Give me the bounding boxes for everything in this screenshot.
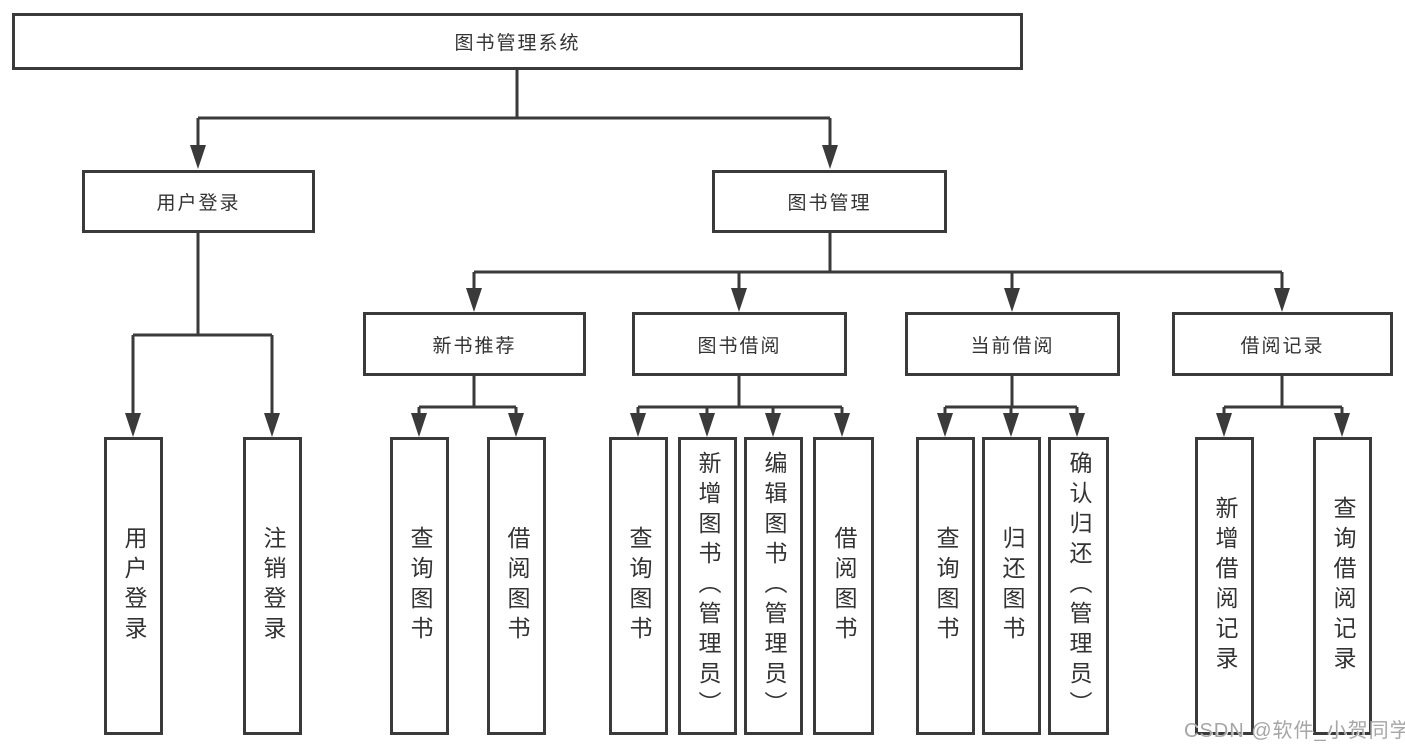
node-book-borrowing: 图书借阅: [632, 312, 847, 376]
leaf-label: 借阅图书: [831, 526, 857, 646]
watermark-text: CSDN @软件_小贺同学: [1184, 720, 1405, 742]
leaf-label: 确认归还（管理员）: [1066, 451, 1092, 721]
leaf-label: 用户登录: [121, 526, 147, 646]
leaf-query-books-recommend: 查询图书: [390, 437, 449, 735]
leaf-label: 新增图书（管理员）: [695, 451, 721, 721]
leaf-label: 查询借阅记录: [1330, 496, 1356, 676]
node-user-login: 用户登录: [82, 170, 315, 233]
leaf-add-book-admin: 新增图书（管理员）: [678, 437, 737, 735]
leaf-edit-book-admin: 编辑图书（管理员）: [744, 437, 803, 735]
leaf-borrow-books-recommend: 借阅图书: [487, 437, 546, 735]
leaf-add-borrow-record: 新增借阅记录: [1195, 437, 1254, 735]
node-library-management-system: 图书管理系统: [12, 13, 1023, 70]
leaf-confirm-return-admin: 确认归还（管理员）: [1048, 437, 1109, 735]
leaf-return-books: 归还图书: [982, 437, 1041, 735]
node-current-borrowing: 当前借阅: [905, 312, 1120, 376]
leaf-query-books-borrowing: 查询图书: [609, 437, 668, 735]
leaf-query-books-current: 查询图书: [916, 437, 975, 735]
leaf-label: 新增借阅记录: [1212, 496, 1238, 676]
leaf-label: 查询图书: [407, 526, 433, 646]
arrowhead-icons: [125, 145, 1350, 437]
leaf-label: 注销登录: [260, 526, 286, 646]
leaf-user-login: 用户登录: [104, 437, 163, 735]
node-borrowing-records: 借阅记录: [1172, 312, 1393, 376]
leaf-label: 查询图书: [626, 526, 652, 646]
leaf-label: 编辑图书（管理员）: [761, 451, 787, 721]
leaf-logout: 注销登录: [243, 437, 302, 735]
leaf-label: 查询图书: [933, 526, 959, 646]
node-book-management: 图书管理: [712, 170, 947, 233]
leaf-query-borrow-record: 查询借阅记录: [1313, 437, 1372, 735]
node-new-book-recommendation: 新书推荐: [363, 312, 586, 376]
leaf-label: 归还图书: [999, 526, 1025, 646]
leaf-borrow-books-borrowing: 借阅图书: [813, 437, 874, 735]
leaf-label: 借阅图书: [504, 526, 530, 646]
